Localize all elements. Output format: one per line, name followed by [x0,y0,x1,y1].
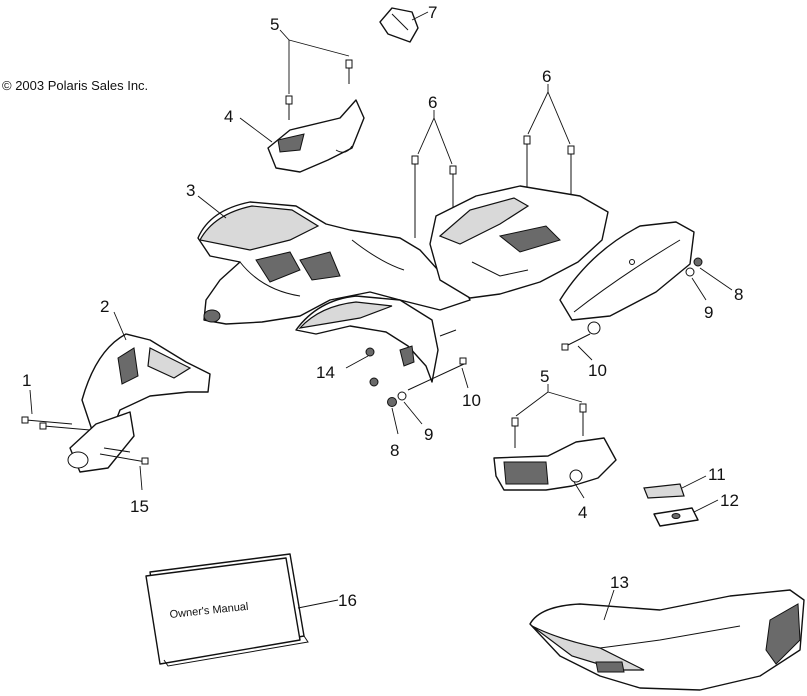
screw-5-lower-b [579,403,587,436]
callout-13: 13 [610,573,629,592]
callout-1: 1 [22,371,31,390]
callout-5-upper: 5 [270,15,279,34]
front-fender-lower [295,295,439,383]
part-3-front-body [197,201,471,325]
callout-2: 2 [100,297,109,316]
part-13-seat [529,589,805,691]
bolt-14 [365,329,457,357]
callout-4-lower: 4 [578,503,587,522]
washer-9-center [397,391,407,401]
bolt-1 [21,416,91,431]
callout-6-rear: 6 [542,67,551,86]
part-4-side-panel-upper [267,99,365,173]
bolt-15 [99,447,149,465]
screw-5-upper-b [345,59,353,84]
callout-12: 12 [720,491,739,510]
washer-9-right [685,267,695,277]
part-2-headlight-pod [67,333,211,473]
callout-15: 15 [130,497,149,516]
bolt-10-right [561,333,591,351]
callout-8-center: 8 [390,441,399,460]
callout-16: 16 [338,591,357,610]
callout-4-upper: 4 [224,107,233,126]
part-12-plate [653,507,699,527]
nut-8-right [693,257,703,267]
part-7-bracket [379,7,419,43]
callout-11: 11 [708,465,726,484]
callout-7: 7 [428,3,437,22]
callout-8-right: 8 [734,285,743,304]
bolt-10-center [407,357,467,391]
callout-9-center: 9 [424,425,433,444]
callout-6-center: 6 [428,93,437,112]
nut-8-center [369,377,397,407]
part-16-owners-manual: Owner's Manual [145,553,309,667]
callout-14: 14 [316,363,335,382]
part-4-side-panel-lower [493,437,617,491]
callout-3: 3 [186,181,195,200]
callout-9-right: 9 [704,303,713,322]
callout-10-center: 10 [462,391,481,410]
callout-10-right: 10 [588,361,607,380]
screw-5-upper-a [285,95,293,120]
part-11-decal [643,483,685,499]
screw-6-center-a [411,155,419,238]
callout-5-lower: 5 [540,367,549,386]
rear-body-section [429,185,695,335]
screw-5-lower-a [511,417,519,448]
copyright-text: © 2003 Polaris Sales Inc. [2,78,148,93]
